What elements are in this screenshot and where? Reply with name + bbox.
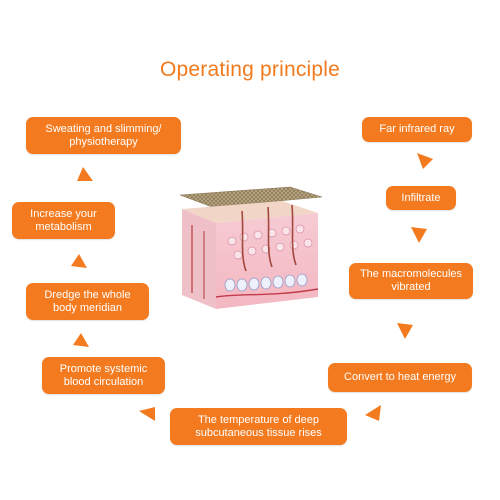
step-infiltrate: Infiltrate bbox=[386, 186, 456, 210]
step-blood-circulation: Promote systemic blood circulation bbox=[42, 357, 165, 394]
step-far-infrared-ray: Far infrared ray bbox=[362, 117, 472, 142]
triangle-arrow-icon bbox=[74, 164, 96, 186]
step-deep-tissue-temperature: The temperature of deep subcutaneous tis… bbox=[170, 408, 347, 445]
step-convert-heat-energy: Convert to heat energy bbox=[328, 363, 472, 392]
triangle-arrow-icon bbox=[362, 402, 384, 424]
skin-cross-section-illustration bbox=[172, 185, 324, 313]
triangle-arrow-icon bbox=[70, 330, 92, 352]
triangle-arrow-icon bbox=[136, 402, 158, 424]
page-title: Operating principle bbox=[159, 58, 341, 81]
triangle-arrow-icon bbox=[408, 224, 430, 246]
step-macromolecules-vibrated: The macromolecules vibrated bbox=[349, 263, 473, 299]
step-dredge-meridian: Dredge the whole body meridian bbox=[26, 283, 149, 320]
step-sweating-slimming: Sweating and slimming/ physiotherapy bbox=[26, 117, 181, 154]
triangle-arrow-icon bbox=[414, 150, 436, 172]
triangle-arrow-icon bbox=[394, 320, 416, 342]
triangle-arrow-icon bbox=[68, 251, 90, 273]
step-increase-metabolism: Increase your metabolism bbox=[12, 202, 115, 239]
